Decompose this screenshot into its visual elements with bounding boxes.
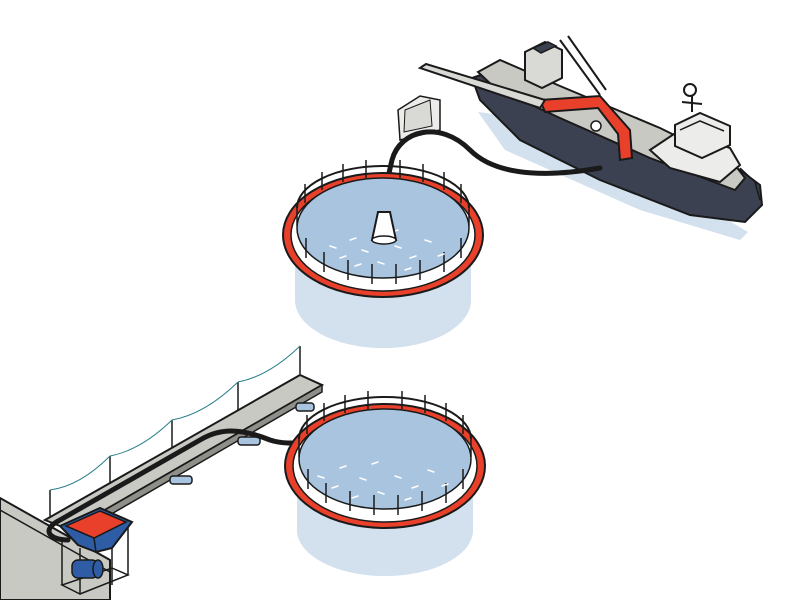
lower-net-pen xyxy=(285,391,485,576)
lower-pen-water xyxy=(299,409,471,509)
pier-walkway xyxy=(0,346,322,600)
upper-net-pen xyxy=(283,160,483,348)
